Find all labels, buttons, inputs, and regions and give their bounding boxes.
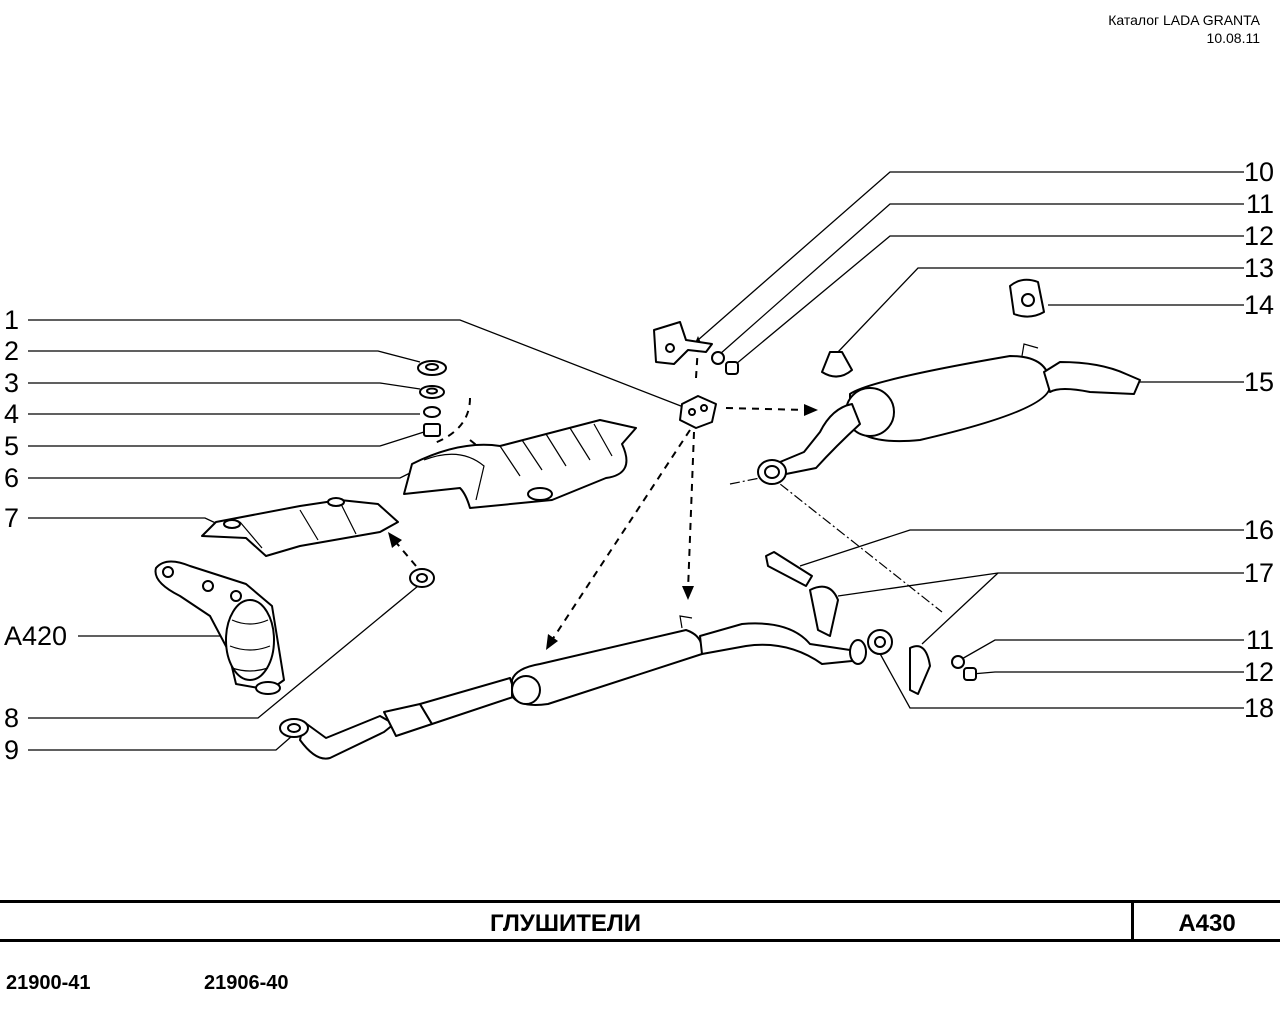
clamp-assembly bbox=[765, 551, 977, 695]
leader-10 bbox=[697, 171, 1244, 341]
leader-5 bbox=[28, 431, 425, 447]
model-code-2: 21906-40 bbox=[204, 972, 289, 994]
callout-3: 3 bbox=[4, 368, 20, 398]
assembly-line bbox=[729, 475, 943, 613]
callout-5: 5 bbox=[4, 431, 20, 461]
catalog-date: 10.08.11 bbox=[1206, 30, 1260, 46]
front-pipe bbox=[279, 677, 517, 760]
leader-lines bbox=[28, 171, 1244, 751]
callout-6: 6 bbox=[4, 463, 20, 493]
heat-shield-lower bbox=[201, 497, 399, 557]
leader-13 bbox=[837, 267, 1244, 353]
title-divider bbox=[1131, 903, 1134, 939]
rubber-mounts bbox=[679, 278, 1045, 429]
callout-1: 1 bbox=[4, 305, 20, 335]
model-code-1: 21900-41 bbox=[6, 972, 91, 994]
leader-17b bbox=[921, 572, 999, 645]
callout-15: 15 bbox=[1243, 367, 1274, 397]
leader-17a bbox=[837, 572, 1244, 597]
callout-12-lower: 12 bbox=[1243, 657, 1274, 687]
fasteners-left bbox=[409, 360, 447, 588]
leader-12b bbox=[971, 671, 1244, 675]
leader-18 bbox=[877, 649, 1244, 709]
callout-17: 17 bbox=[1243, 558, 1274, 588]
exhaust-exploded-diagram bbox=[28, 171, 1244, 760]
leader-7 bbox=[28, 517, 223, 527]
callout-13: 13 bbox=[1243, 253, 1274, 283]
callout-11-lower: 11 bbox=[1245, 625, 1274, 655]
intermediate-muffler bbox=[511, 615, 867, 706]
callout-2: 2 bbox=[4, 336, 20, 366]
leader-9 bbox=[28, 735, 293, 751]
leader-6 bbox=[28, 469, 417, 479]
section-title: ГЛУШИТЕЛИ bbox=[490, 910, 641, 937]
assembly-arrows bbox=[388, 336, 818, 650]
callout-10: 10 bbox=[1243, 157, 1274, 187]
callout-12: 12 bbox=[1243, 221, 1274, 251]
leader-3 bbox=[28, 382, 421, 390]
callout-4: 4 bbox=[4, 399, 20, 429]
heat-shield-upper bbox=[403, 419, 637, 509]
rear-muffler bbox=[757, 343, 1141, 485]
callout-11: 11 bbox=[1245, 189, 1274, 219]
hanger-bracket bbox=[653, 321, 739, 375]
callout-18: 18 bbox=[1243, 693, 1274, 723]
leader-2 bbox=[28, 350, 421, 363]
callout-7: 7 bbox=[4, 503, 20, 533]
leader-11 bbox=[719, 203, 1244, 355]
leader-11b bbox=[959, 639, 1244, 661]
callout-16: 16 bbox=[1243, 515, 1274, 545]
leader-8 bbox=[28, 585, 419, 719]
leader-16 bbox=[799, 529, 1244, 567]
catalog-title: Каталог LADA GRANTA bbox=[1108, 12, 1260, 28]
callout-9: 9 bbox=[4, 735, 20, 765]
callout-14: 14 bbox=[1243, 290, 1274, 320]
callout-8: 8 bbox=[4, 703, 20, 733]
callout-A420: A420 bbox=[4, 621, 68, 651]
section-code: A430 bbox=[1178, 910, 1236, 937]
leader-12 bbox=[735, 235, 1244, 365]
title-bar: ГЛУШИТЕЛИ A430 bbox=[0, 900, 1280, 942]
catalytic-manifold bbox=[154, 560, 285, 695]
leader-1 bbox=[28, 319, 687, 409]
